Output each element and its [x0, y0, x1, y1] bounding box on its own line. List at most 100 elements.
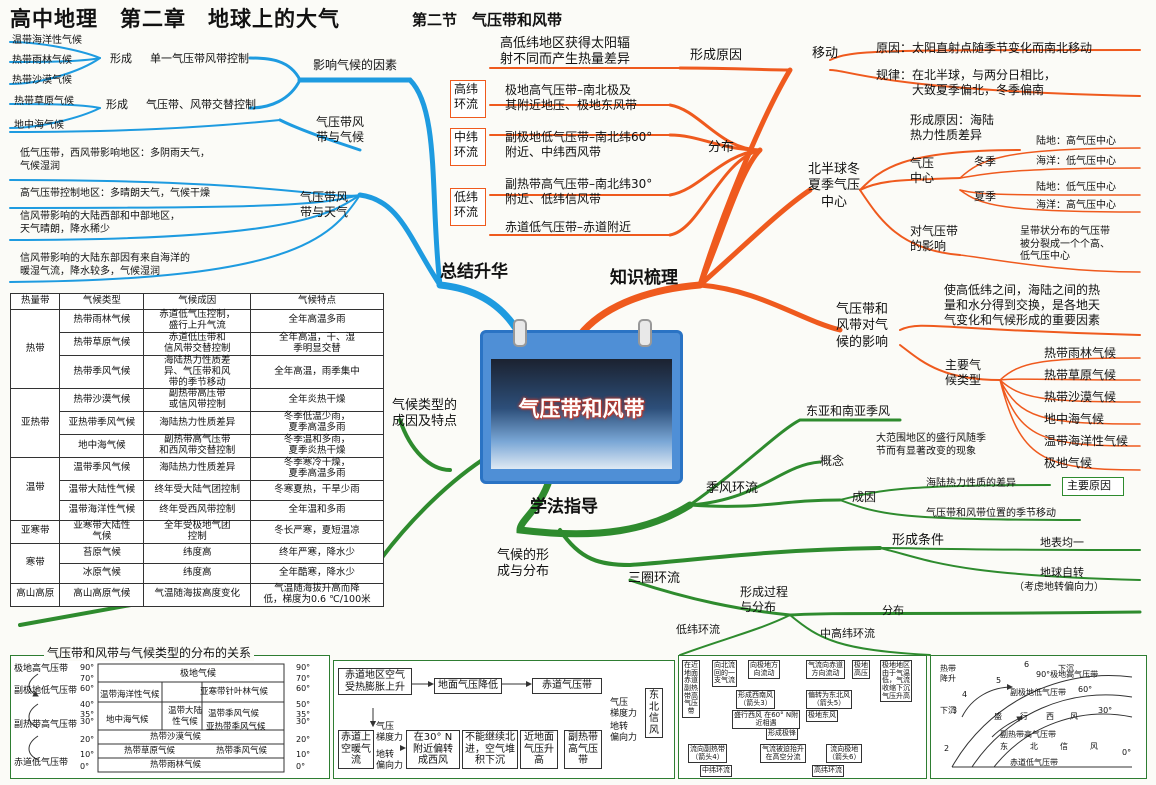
dist-cell: 亚热带季风气候 — [206, 722, 266, 732]
table-header: 气候类型 — [59, 293, 145, 310]
table-cell: 苔原气候 — [59, 542, 145, 564]
globe-label: 5 — [996, 676, 1002, 685]
dist-cell: 地中海气候 — [106, 715, 149, 725]
table-header: 气候成因 — [143, 293, 252, 310]
type-item: 温带海洋性气候 — [1044, 434, 1129, 448]
winter-sea: 海洋：低气压中心 — [1036, 156, 1116, 167]
dist-cell: 温带季风气候 — [208, 709, 260, 719]
lat-tick: 20° — [296, 735, 311, 744]
ea-monsoon: 东亚和南亚季风 — [806, 404, 891, 418]
globe-label: 副热带高气压带 — [1000, 730, 1056, 739]
single-item: 热带沙漠气候 — [12, 75, 72, 86]
circulation-node: 盛行西风 在60° N附 近相遇 — [732, 710, 801, 730]
effect-text: 呈带状分布的气压带 被分裂成一个个高、 低气压中心 — [1020, 226, 1110, 262]
circulation-node: 偏转为东北风 （箭头5） — [806, 690, 852, 710]
winter-label: 冬季 — [974, 155, 996, 168]
type-item: 热带雨林气候 — [1044, 346, 1117, 360]
table-row: 温带海洋性气候终年受西风带控制全年温和多雨 — [11, 499, 384, 521]
type-item: 热带沙漠气候 — [1044, 390, 1117, 404]
dist-cell: 温带大陆 性气候 — [168, 706, 203, 727]
table-cell: 赤道低压带和 信风带交替控制 — [143, 331, 252, 356]
table-cell: 纬度高 — [143, 542, 252, 564]
dist-cell: 温带海洋性气候 — [100, 690, 160, 700]
mid-lat-text: 副极地低气压带–南北纬60° 附近、中纬西风带 — [505, 130, 653, 159]
table-cell: 赤道低气压控制， 盛行上升气流 — [143, 309, 252, 333]
table-row: 冰原气候纬度高全年酷寒，降水少 — [11, 562, 384, 584]
dist-cell: 热带季风气候 — [216, 746, 268, 756]
single-label: 单一气压带风带控制 — [150, 52, 249, 65]
table-cell: 冬寒夏热，干旱少雨 — [250, 479, 384, 501]
north-centers: 北半球冬 夏季气压 中心 — [808, 162, 861, 210]
table-cell: 冰原气候 — [59, 562, 145, 584]
table-cell: 亚寒带 — [9, 519, 61, 544]
weather-item: 低气压带，西风带影响地区：多阴雨天气， 气候湿润 — [20, 148, 210, 172]
low-cell: 低纬环流 — [676, 623, 720, 636]
move-label: 移动 — [812, 46, 839, 61]
table-cell: 热带季风气候 — [59, 354, 145, 390]
dist-belt: 副热带高气压带 — [14, 720, 78, 730]
table-cell: 热带沙漠气候 — [59, 388, 145, 413]
process-label: 形成过程 与分布 — [740, 585, 789, 614]
table-cell: 温带海洋性气候 — [59, 499, 145, 521]
table-cell: 冬季温和多雨， 夏季炎热干燥 — [250, 434, 384, 458]
flow-node: 不能继续北 进，空气堆 积下沉 — [462, 730, 518, 769]
lat-tick: 90° — [80, 663, 95, 672]
table-cell: 亚寒带大陆性 气候 — [59, 519, 145, 544]
globe-label: 副极地低气压带 — [1010, 688, 1066, 697]
circulation-node: 中纬环流 — [700, 765, 732, 777]
dist-cell: 极地气候 — [180, 669, 217, 679]
table-header: 热量带 — [9, 293, 61, 310]
branch-method: 学法指导 — [530, 497, 598, 517]
branch-summary: 总结升华 — [440, 262, 508, 282]
pressure-center: 气压 中心 — [910, 156, 935, 185]
flow-node: 东北信风 — [645, 688, 663, 738]
lat-tick: 90° — [296, 663, 311, 672]
table-row: 热带季风气候海陆热力性质差 异、气压带和风 带的季节移动全年高温，雨季集中 — [11, 354, 384, 390]
dist-belt: 副极地低气压带 — [14, 686, 78, 696]
table-cell: 热带 — [9, 308, 61, 390]
single-form: 形成 — [110, 52, 132, 65]
lat-tick: 60° — [296, 684, 311, 693]
circulation-node: 向极地方 向流动 — [748, 660, 780, 680]
table-cell: 亚热带 — [9, 388, 61, 458]
dist-belt: 赤道低气压带 — [14, 758, 69, 768]
flow-force: 地转 偏向力 — [610, 722, 638, 744]
circulation-node: 流向极地 （箭头6） — [826, 744, 863, 764]
weather-item: 信风带影响的大陆东部因有来自海洋的 暖湿气流，降水较多，气候湿润 — [20, 253, 190, 277]
cause-label: 成因 — [852, 490, 877, 504]
three-cell: 三圈环流 — [628, 571, 681, 586]
center-calendar: 气压带和风带 — [480, 319, 683, 484]
table-row: 温带大陆性气候终年受大陆气团控制冬寒夏热，干旱少雨 — [11, 479, 384, 501]
table-row: 亚热带季风气候海陆热力性质差异冬季低温少雨， 夏季高温多雨 — [11, 411, 384, 436]
main-types: 主要气 候类型 — [945, 358, 982, 387]
globe-label: 北 — [1030, 742, 1038, 751]
branch-climate-formation: 气候的形 成与分布 — [497, 548, 550, 580]
lat-tick: 30° — [296, 717, 311, 726]
table-cell: 地中海气候 — [59, 434, 145, 458]
high-lat: 高纬 环流 — [454, 82, 479, 111]
binder-ring-icon — [638, 319, 652, 347]
cause2: 气压带和风带位置的季节移动 — [926, 508, 1056, 519]
table-cell: 温带大陆性气候 — [59, 479, 145, 501]
table-cell: 温带季风气候 — [59, 456, 145, 481]
effect-title: 对气压带 的影响 — [910, 224, 959, 253]
lat-tick: 30° — [80, 717, 95, 726]
table-cell: 终年受大陆气团控制 — [143, 479, 252, 501]
move-rule: 规律：在北半球，与两分日相比， 大致夏季偏北，冬季偏南 — [876, 68, 1057, 97]
globe-label: 3 — [952, 706, 958, 715]
flow-force: 气压 梯度力 — [610, 698, 638, 720]
lat-tick: 35° — [296, 710, 311, 719]
lat-tick: 40° — [80, 700, 95, 709]
globe-label: 60° — [1078, 685, 1093, 694]
dist-cell: 亚寒带针叶林气候 — [200, 687, 269, 697]
table-cell: 温带 — [9, 456, 61, 521]
flow-node: 赤道气压带 — [532, 678, 602, 694]
table-cell: 气温随海拔升高而降 低，梯度为0.6 ℃/100米 — [250, 582, 384, 607]
globe-label: 热带 降升 — [940, 664, 956, 683]
table-cell: 全年高温，干、湿 季明显交替 — [250, 331, 384, 356]
lat-tick: 70° — [296, 674, 311, 683]
influence-label: 气压带和 风带对气 候的影响 — [836, 302, 889, 350]
lat-tick: 10° — [296, 750, 311, 759]
climate-table: 热量带 气候类型 气候成因 气候特点 热带热带雨林气候赤道低气压控制， 盛行上升… — [9, 293, 384, 607]
globe-label: 西 — [1046, 712, 1054, 721]
